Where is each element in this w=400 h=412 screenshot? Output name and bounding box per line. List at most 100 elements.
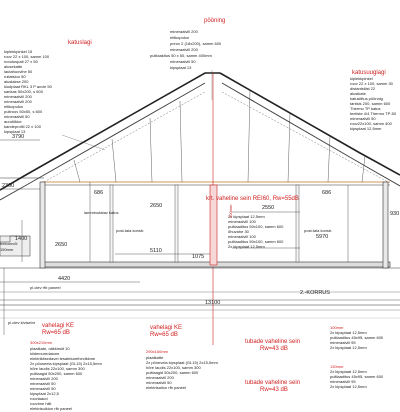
note: mineraalvill 50 — [146, 380, 172, 385]
dim-2300: 2300 — [2, 183, 14, 189]
tubade2-notes: 130mm 2x kipsplaat 12,5mm puitlaaditus 4… — [330, 364, 384, 389]
note: puitlaagid 50x200, samm 600 — [30, 371, 83, 376]
dim-4420: 4420 — [58, 276, 70, 282]
dim-5110: 5110 — [150, 248, 162, 254]
note: 2x kipsplaat 12,5mm — [330, 369, 367, 374]
dim-1075: 1075 — [192, 254, 204, 260]
note: sarikas 50x200, s 600 — [4, 89, 44, 94]
rafter-line — [287, 112, 291, 183]
note: puitlaaditus 50x100, samm 600 — [228, 239, 284, 244]
note: lautahoovihe 50 — [4, 69, 33, 74]
note: 100mm — [330, 325, 344, 330]
dim-200: 200mm — [228, 204, 233, 218]
note: 2x kipsplaat 12,5mm — [330, 330, 367, 335]
note: roovime hiiit — [30, 401, 52, 406]
note: 2x kipsplaat 12,5mm — [228, 214, 265, 219]
note: elektrikitsedavei tesatekarrihevikkme — [30, 356, 96, 361]
note: kiidemuredaione — [30, 351, 60, 356]
note: mineraalvill 50 — [350, 116, 376, 121]
note: roovlaaud — [30, 396, 48, 401]
note: kipsplaat 12,5mm — [350, 126, 382, 131]
note: roov22x100, samm 400 — [350, 121, 393, 126]
korrus-label: 2.-KORRUS — [300, 290, 330, 296]
mid-party-wall — [209, 184, 218, 266]
dim-930: 930 — [390, 211, 399, 217]
note: plaatkate, näkkirsiit 10 — [30, 346, 70, 351]
tubade1-notes: 100mm 2x kipsplaat 12,5mm puitlaaditus 4… — [330, 325, 384, 350]
note: alusekatte — [4, 64, 23, 69]
note: roov 22 x 100, samm 100 — [4, 54, 50, 59]
note: 300x210mm — [30, 340, 53, 345]
note: hõre laudis 22x100, samm 300 — [30, 366, 85, 371]
dim-1400: 1400 — [15, 236, 27, 242]
roof-left-slope-inner — [0, 82, 206, 201]
note: ruliatsioo 50 — [4, 74, 26, 79]
note: puitroov 50x50, s 600 — [4, 109, 43, 114]
note: alusikate — [350, 91, 367, 96]
note: puitlaagid 50x200, samm 600 — [146, 370, 199, 375]
tubade-2: tubade vaheline sein — [245, 380, 300, 386]
note: mineraalvill 200 — [4, 99, 33, 104]
vahelagi-ke-2: vahelagi KE — [150, 325, 182, 331]
note: mineraalvill 95 — [330, 379, 356, 384]
betoon-label-2: 150mm — [0, 247, 14, 252]
note: mineraalvill 200 — [170, 29, 199, 34]
note: distantsliist 22 — [350, 86, 376, 91]
note: tantsis 200, samm 600 — [350, 101, 391, 106]
dim-2650: 2650 — [150, 203, 162, 209]
note: pulitaakitus 50 x 50, samm 400mm — [150, 53, 212, 58]
dim-3790: 3790 — [12, 134, 24, 140]
rafter-line — [179, 100, 183, 183]
note: 2x pöoseela kipsplaat (GL15) 2x15,5mm — [30, 361, 102, 366]
note: kiplekkpinkel 15 — [4, 49, 33, 54]
note: mineraalvill 50 — [30, 386, 56, 391]
note: 2x kipsplaat 12,5mm — [330, 384, 367, 389]
roof-left-slope — [0, 72, 220, 191]
note: elektrisuikion rfb paneel — [30, 406, 72, 411]
note: 2x kipsplaat 12,5mm — [228, 244, 265, 249]
lamm-katus-label: lamminutatav katus — [84, 210, 118, 215]
note: puitlaaditus 50x100, samm 600 — [228, 224, 284, 229]
tubade-1: tubade vaheline sein — [245, 339, 300, 345]
dim-686-right: 686 — [322, 190, 331, 196]
note: puitlaaditus 45x95, samm 600 — [330, 335, 384, 340]
note: mineraalvill 100 — [228, 234, 257, 239]
rw-43-2: Rw=43 dB — [260, 387, 288, 393]
katuslagi-notes: kiplekkpinkel 15 roov 22 x 100, samm 100… — [4, 49, 53, 134]
roof-right-slope-inner — [221, 82, 400, 187]
rafter-line — [247, 89, 251, 183]
stair-left — [0, 235, 20, 243]
pl-olev-rfb: pl.olev rfb paneel — [30, 285, 61, 290]
right-wall — [382, 181, 389, 269]
post-tala-right: post-tala konstr. — [304, 228, 332, 233]
post-column — [174, 184, 179, 263]
pooning-title: pööning — [204, 18, 225, 24]
dim-2650b: 2650 — [55, 242, 67, 248]
left-wall — [39, 181, 46, 269]
note: hõre laudis 22x100, samm 300 — [146, 365, 201, 370]
note: mineraalvill 200 — [146, 375, 175, 380]
rafter-line — [149, 117, 153, 183]
leader-line — [61, 134, 106, 151]
rw-65-1: Rw=65 dB — [42, 330, 70, 336]
note: plaatkatte — [146, 355, 164, 360]
post-tala-left: post-tala konstr. — [116, 228, 144, 233]
note: roov 22 x 100, samm 30 — [350, 81, 394, 86]
post-column — [295, 184, 300, 263]
note: teeliste 4/4 Thermo TP-50 — [350, 111, 397, 116]
pooning-notes: mineraalvill 200 elitkopulon preov 2 (18… — [150, 29, 222, 70]
vahelagi2-notes: 290x160mm plaatkatte 2x põnevela kipspla… — [146, 349, 218, 390]
note: mineraalvill 200 — [30, 376, 59, 381]
note: aurutõkke — [4, 119, 22, 124]
note: nooduspalt 27 x 50 — [4, 59, 39, 64]
note: kipsplaat 13 — [170, 65, 192, 70]
rw-65-2: Rw=65 dB — [150, 332, 178, 338]
vahelagi-ke-1: vahelagi KE — [42, 323, 74, 329]
note: aluslakse 200 — [4, 79, 29, 84]
note: 130mm — [330, 364, 344, 369]
note: elitkopulon — [170, 35, 189, 40]
pl-olev-kivi: pl.olev kiviseinr — [8, 320, 36, 325]
wall-mid-notes: 2x kipsplaat 12,5mm mineraalvill 100 pui… — [228, 214, 284, 249]
betoon-label: betoonvõl — [0, 241, 17, 246]
